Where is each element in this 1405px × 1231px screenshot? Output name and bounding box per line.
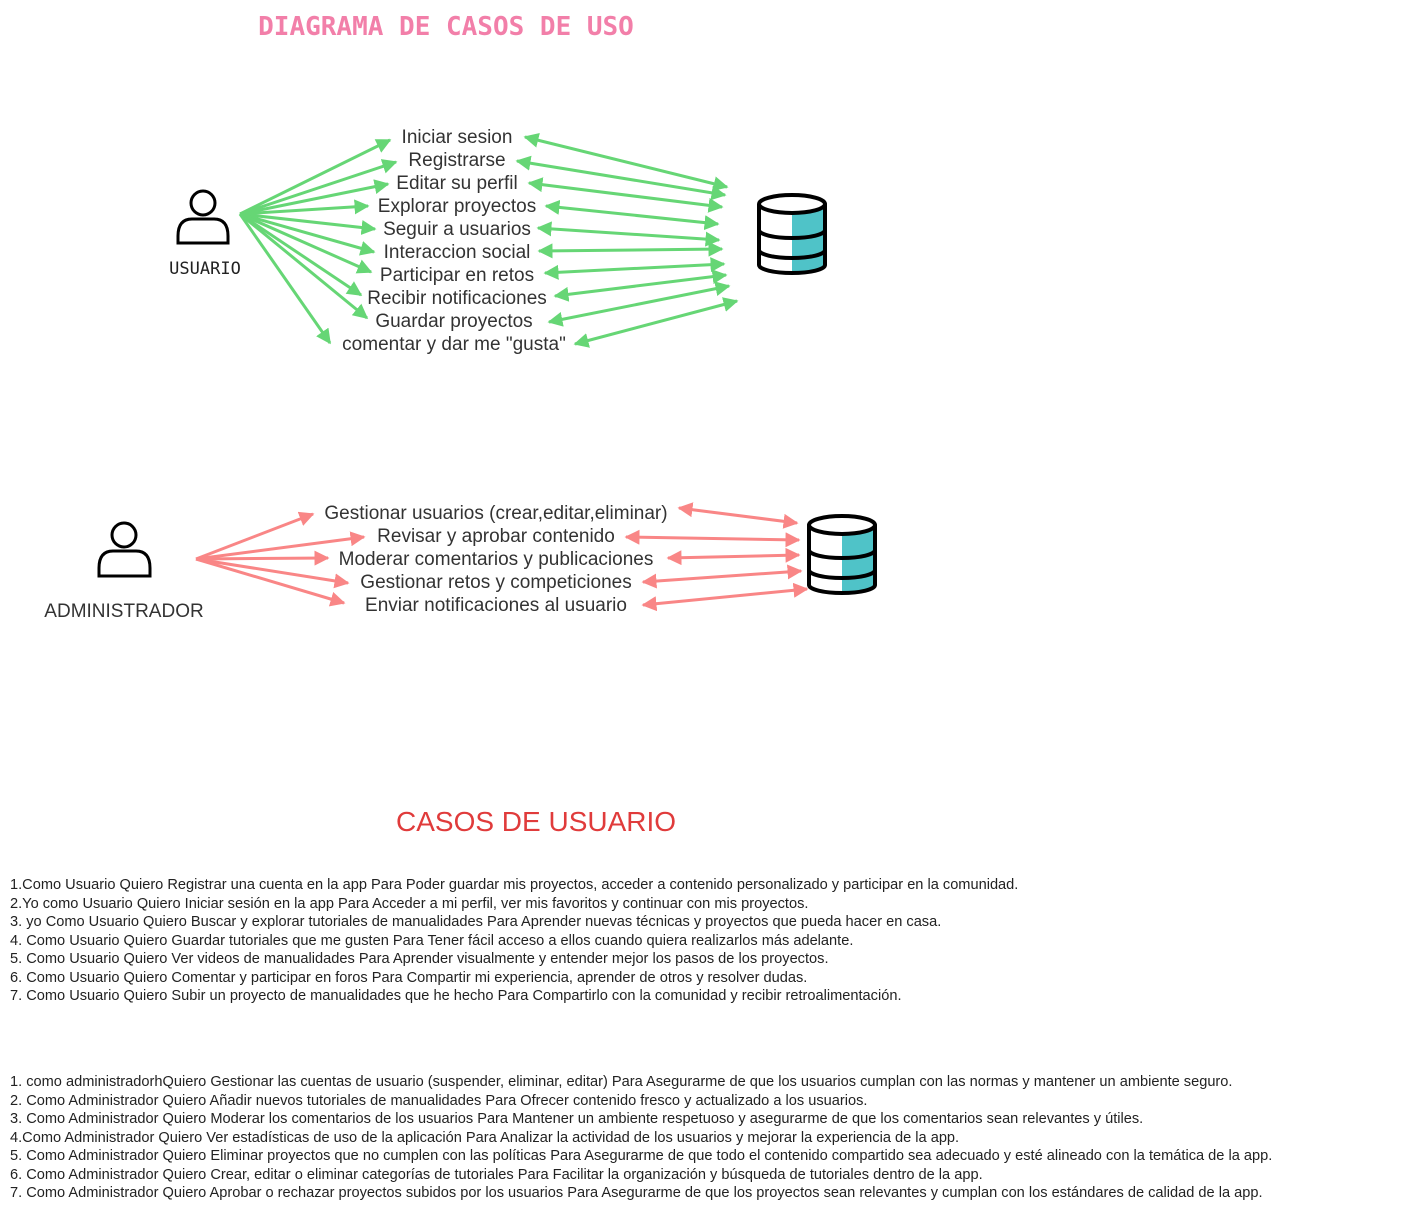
use-case-item: Explorar proyectos	[378, 196, 536, 217]
user-actor: USUARIO	[169, 189, 241, 279]
use-case-item: Participar en retos	[380, 265, 534, 286]
story-item: 4.Como Administrador Quiero Ver estadíst…	[10, 1129, 960, 1146]
story-item: 5. Como Administrador Quiero Eliminar pr…	[10, 1148, 1273, 1164]
person-icon	[176, 189, 230, 245]
story-item: 7. Como Administrador Quiero Aprobar o r…	[10, 1185, 1263, 1201]
use-case-item: Enviar notificaciones al usuario	[365, 595, 627, 616]
story-item: 3. yo Como Usuario Quiero Buscar y explo…	[10, 914, 942, 930]
use-case-item: Moderar comentarios y publicaciones	[339, 549, 654, 570]
story-item: 2.Yo como Usuario Quiero Iniciar sesión …	[10, 895, 809, 912]
story-item: 6. Como Administrador Quiero Crear, edit…	[10, 1166, 983, 1183]
admin-use-cases: Gestionar usuarios (crear,editar,elimina…	[324, 503, 667, 616]
use-case-item: Recibir notificaciones	[367, 288, 547, 309]
use-case-item: Revisar y aprobar contenido	[377, 526, 615, 547]
story-item: 2. Como Administrador Quiero Añadir nuev…	[10, 1092, 868, 1109]
admin-stories-list: 1. como administradorhQuiero Gestionar l…	[10, 1073, 1272, 1203]
use-case-item: Registrarse	[408, 150, 505, 171]
story-item: 6. Como Usuario Quiero Comentar y partic…	[10, 969, 808, 986]
story-item: 5. Como Usuario Quiero Ver videos de man…	[10, 951, 829, 967]
use-case-item: Gestionar usuarios (crear,editar,elimina…	[324, 503, 667, 524]
use-case-item: Iniciar sesion	[402, 127, 513, 148]
user-actor-label: USUARIO	[169, 259, 241, 279]
use-case-item: Guardar proyectos	[375, 311, 532, 332]
user-stories-list: 1.Como Usuario Quiero Registrar una cuen…	[10, 876, 1018, 1006]
use-case-diagram: DIAGRAMA DE CASOS DE USO USUARIO Iniciar…	[44, 12, 877, 622]
story-item: 7. Como Usuario Quiero Subir un proyecto…	[10, 988, 902, 1004]
database-icon	[807, 514, 877, 595]
user-stories-title: CASOS DE USUARIO	[396, 806, 677, 837]
admin-actor-label: ADMINISTRADOR	[44, 601, 203, 622]
story-item: 3. Como Administrador Quiero Moderar los…	[10, 1111, 1144, 1127]
use-case-item: Gestionar retos y competiciones	[360, 572, 631, 593]
database-icon	[757, 193, 827, 275]
admin-actor: ADMINISTRADOR	[44, 521, 204, 622]
user-association-arrows	[238, 138, 398, 345]
person-icon	[97, 521, 152, 578]
use-case-item: Interaccion social	[384, 242, 531, 263]
diagram-title: DIAGRAMA DE CASOS DE USO	[258, 12, 634, 42]
story-item: 1.Como Usuario Quiero Registrar una cuen…	[10, 877, 1019, 893]
use-case-item: comentar y dar me "gusta"	[342, 334, 566, 355]
user-database-arrows	[515, 132, 739, 348]
user-use-cases: Iniciar sesion Registrarse Editar su per…	[342, 127, 566, 355]
admin-association-arrows	[195, 511, 366, 607]
story-item: 4. Como Usuario Quiero Guardar tutoriale…	[10, 932, 854, 949]
use-case-item: Seguir a usuarios	[383, 219, 531, 240]
use-case-item: Editar su perfil	[396, 173, 517, 194]
admin-database-arrows	[624, 502, 809, 612]
story-item: 1. como administradorhQuiero Gestionar l…	[10, 1074, 1233, 1090]
